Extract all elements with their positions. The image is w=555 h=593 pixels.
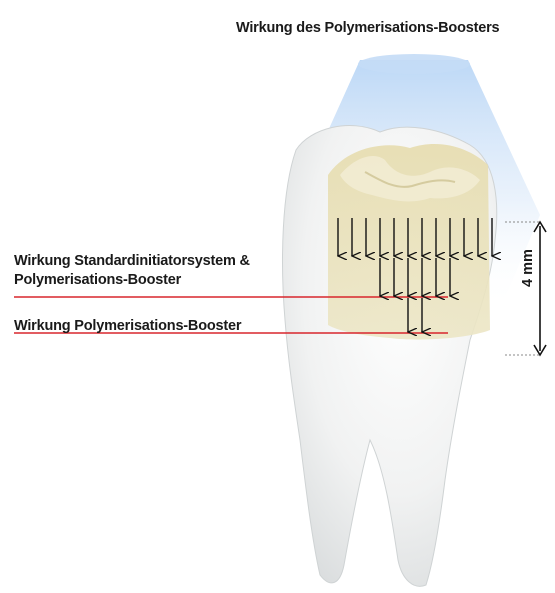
standard-initiator-label-line2: Polymerisations-Booster xyxy=(14,272,181,288)
depth-label: 4 mm xyxy=(520,249,536,287)
standard-initiator-label-line1: Wirkung Standardinitiatorsystem & xyxy=(14,253,250,269)
diagram-title: Wirkung des Polymerisations-Boosters xyxy=(236,20,499,36)
light-source xyxy=(358,54,470,74)
booster-label: Wirkung Polymerisations-Booster xyxy=(14,318,241,334)
